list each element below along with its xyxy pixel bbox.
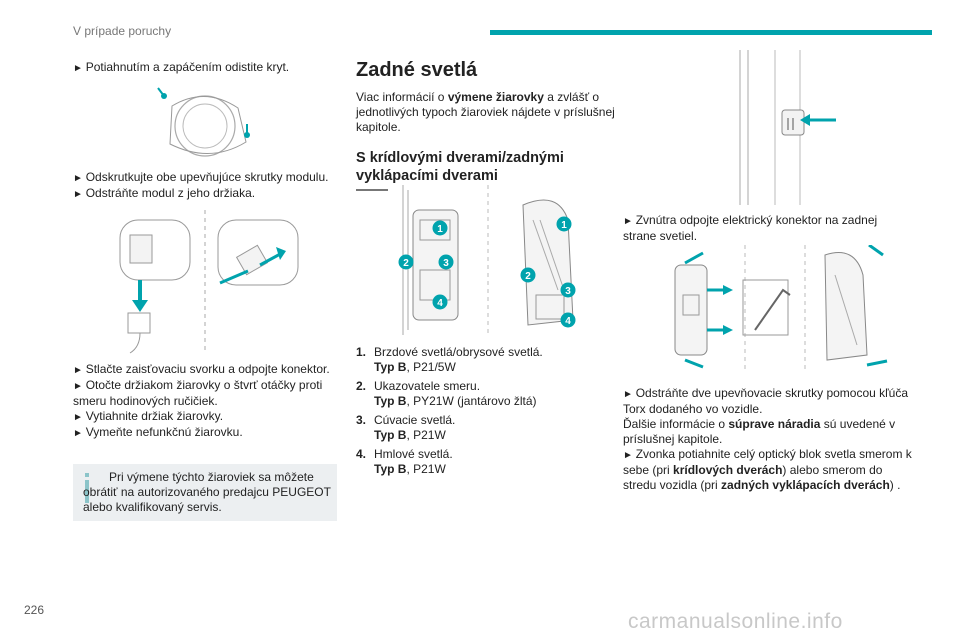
column-3-step-1: Zvnútra odpojte elektrický konektor na z… (623, 213, 913, 244)
step-disconnect: Stlačte zaisťovaciu svorku a odpojte kon… (73, 362, 341, 378)
svg-text:4: 4 (565, 316, 571, 327)
subsection-rule (356, 189, 388, 191)
svg-text:2: 2 (525, 271, 531, 282)
svg-text:4: 4 (437, 298, 443, 309)
callout-3-left: 3 (438, 254, 454, 270)
step-rotate-holder: Otočte držiakom žiarovky o štvrť otáčky … (73, 378, 341, 409)
step-unscrew: Odskrutkujte obe upevňujúce skrutky modu… (73, 170, 341, 186)
column-3-steps: Odstráňte dve upevňovacie skrutky pomoco… (623, 386, 913, 493)
step-remove-screws: Odstráňte dve upevňovacie skrutky pomoco… (623, 386, 913, 417)
step-unclip-cover: Potiahnutím a zapáčením odistite kryt. (73, 60, 341, 76)
torx-removal-figure (674, 245, 888, 370)
step-replace-bulb: Vymeňte nefunkčnú žiarovku. (73, 425, 341, 441)
column-2: Zadné svetlá Viac informácií o výmene ži… (356, 58, 626, 191)
svg-text:1: 1 (437, 224, 443, 235)
column-1-steps-2: Stlačte zaisťovaciu svorku a odpojte kon… (73, 362, 341, 441)
intro-paragraph: Viac informácií o výmene žiarovky a zvlá… (356, 90, 615, 134)
svg-text:1: 1 (561, 220, 567, 231)
callout-2-right: 2 (520, 267, 536, 283)
callout-3-right: 3 (560, 282, 576, 298)
callout-4-left: 4 (432, 294, 448, 310)
subsection-title: S krídlovými dverami/zadnými vyklápacími… (356, 150, 564, 184)
step-disconnect-connector: Zvnútra odpojte elektrický konektor na z… (623, 213, 913, 244)
section-title: Zadné svetlá (356, 59, 478, 81)
column-1: Potiahnutím a zapáčením odistite kryt. (73, 60, 341, 76)
info-note-text: Pri výmene týchto žiaroviek sa môžete ob… (83, 470, 331, 514)
bulb-legend: 1. Brzdové svetlá/obrysové svetlá.Typ B,… (356, 345, 616, 481)
toolkit-info: Ďalšie informácie o súprave náradia sú u… (623, 417, 896, 446)
module-removal-figure (119, 210, 299, 354)
svg-text:2: 2 (403, 258, 409, 269)
legend-item: 3. Cúvacie svetlá.Typ B, P21W (356, 413, 456, 442)
callout-4-right: 4 (560, 312, 576, 328)
svg-text:3: 3 (443, 258, 449, 269)
step-pull-holder: Vytiahnite držiak žiarovky. (73, 409, 341, 425)
info-note: Pri výmene týchto žiaroviek sa môžete ob… (73, 464, 337, 521)
step-remove-module: Odstráňte modul z jeho držiaka. (73, 186, 341, 202)
legend-item: 1. Brzdové svetlá/obrysové svetlá.Typ B,… (356, 345, 543, 374)
callout-2-left: 2 (398, 254, 414, 270)
svg-text:3: 3 (565, 286, 571, 297)
legend-item: 4. Hmlové svetlá.Typ B, P21W (356, 447, 453, 476)
connector-figure (739, 50, 836, 205)
rear-lamp-layout-figure: 1 2 3 4 1 2 3 4 (398, 185, 576, 335)
step-pull-lamp-unit: Zvonka potiahnite celý optický blok svet… (623, 447, 913, 493)
callout-1-left: 1 (432, 220, 448, 236)
page-number: 226 (24, 603, 45, 617)
header-accent-bar (490, 30, 932, 35)
watermark: carmanualsonline.info (628, 610, 843, 633)
column-1-steps: Odskrutkujte obe upevňujúce skrutky modu… (73, 170, 341, 202)
info-icon (85, 473, 89, 503)
running-header: V prípade poruchy (73, 24, 172, 38)
callout-1-right: 1 (556, 216, 572, 232)
module-cover-figure (157, 87, 250, 157)
legend-item: 2. Ukazovatele smeru.Typ B, PY21W (jantá… (356, 379, 537, 408)
